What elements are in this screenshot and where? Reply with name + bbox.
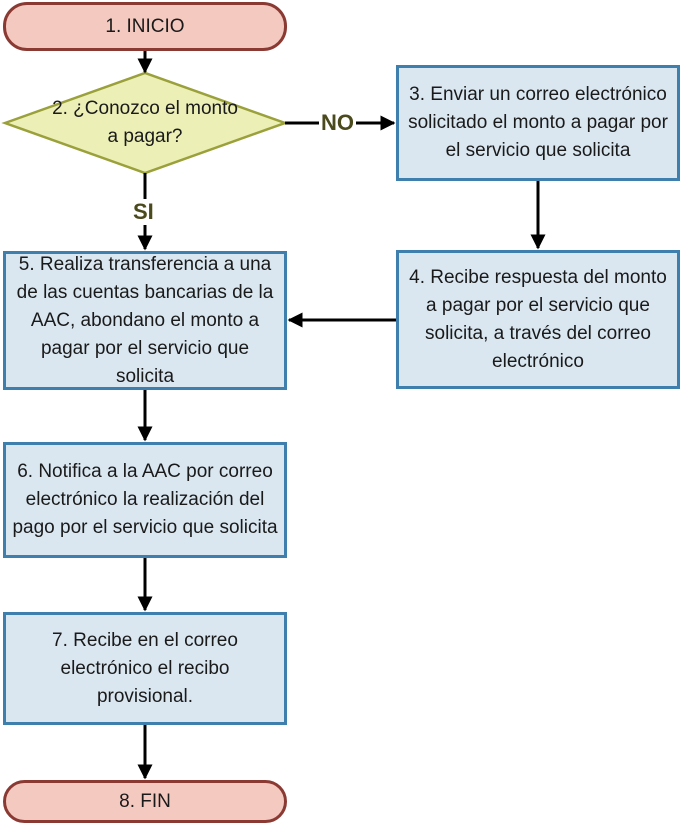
end-node-label: 8. FIN: [119, 790, 171, 812]
process-node-4-label: 4. Recibe respuesta del monto a pagar po…: [409, 266, 667, 372]
start-node: 1. INICIO: [3, 2, 287, 51]
process-node-4: 4. Recibe respuesta del monto a pagar po…: [396, 250, 680, 389]
process-node-3-label: 3. Enviar un correo electrónico solicita…: [408, 84, 668, 161]
process-node-3: 3. Enviar un correo electrónico solicita…: [396, 65, 680, 181]
start-node-label: 1. INICIO: [105, 15, 185, 37]
end-node: 8. FIN: [3, 780, 287, 823]
process-node-6: 6. Notifica a la AAC por correo electrón…: [3, 442, 287, 558]
process-node-5-label: 5. Realiza transferencia a una de las cu…: [16, 253, 274, 387]
process-node-6-label: 6. Notifica a la AAC por correo electrón…: [12, 461, 278, 538]
process-node-7: 7. Recibe en el correo electrónico el re…: [3, 612, 287, 725]
edge-label-si: SI: [131, 199, 156, 225]
edge-label-no: NO: [319, 110, 356, 136]
decision-node-label: 2. ¿Conozco el monto a pagar?: [52, 98, 238, 147]
process-node-7-label: 7. Recibe en el correo electrónico el re…: [52, 629, 238, 707]
process-node-5: 5. Realiza transferencia a una de las cu…: [3, 251, 287, 390]
